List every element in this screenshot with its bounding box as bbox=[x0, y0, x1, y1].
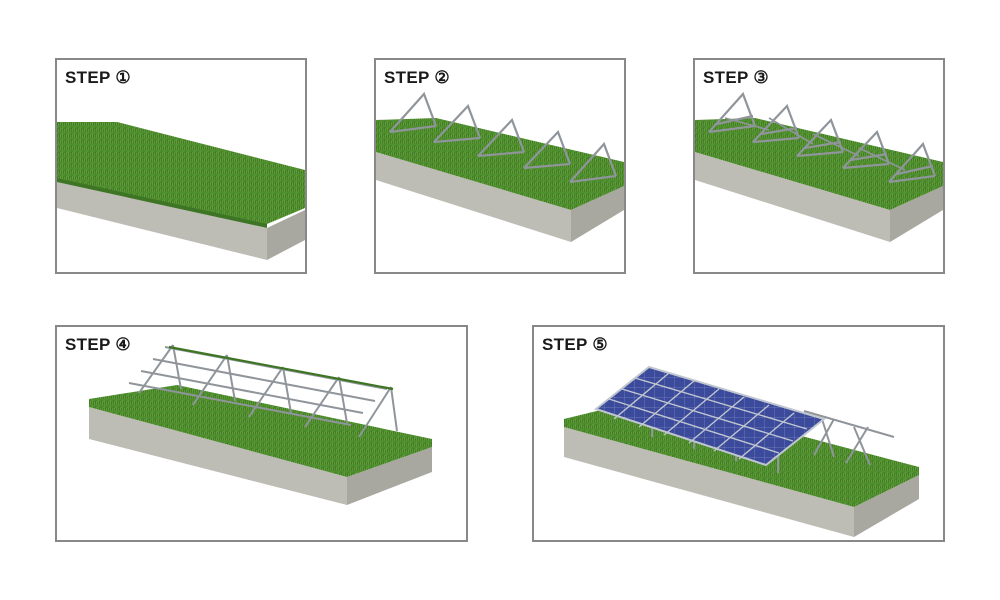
step-3-illustration bbox=[695, 91, 943, 242]
step-4-panel: STEP ④ bbox=[55, 325, 468, 542]
base-front bbox=[57, 182, 267, 260]
grass-top bbox=[89, 385, 432, 477]
rail-top bbox=[168, 345, 394, 391]
step-5-label: STEP ⑤ bbox=[542, 335, 608, 354]
grass-top bbox=[57, 122, 305, 224]
step-5-illustration bbox=[564, 365, 919, 537]
step-2-illustration bbox=[376, 91, 624, 242]
step-3-panel: STEP ③ bbox=[693, 58, 945, 274]
step-1-label: STEP ① bbox=[65, 68, 131, 87]
post-row bbox=[389, 91, 618, 184]
base-side bbox=[890, 186, 943, 242]
step-3-label: STEP ③ bbox=[703, 68, 769, 87]
step-2-label: STEP ② bbox=[384, 68, 450, 87]
step-1-illustration bbox=[57, 122, 305, 260]
base-front bbox=[695, 152, 890, 242]
base-side bbox=[571, 186, 624, 242]
base-front bbox=[564, 427, 854, 537]
step-4-illustration bbox=[89, 344, 432, 505]
base-front bbox=[89, 407, 347, 505]
post-row-braced bbox=[708, 91, 937, 184]
step-4-label: STEP ④ bbox=[65, 335, 131, 354]
base-side bbox=[267, 210, 305, 260]
grass-edge bbox=[57, 178, 267, 228]
base-front bbox=[376, 152, 571, 242]
base-side bbox=[854, 475, 919, 537]
base-side bbox=[347, 447, 432, 505]
step-1-panel: STEP ① bbox=[55, 58, 307, 274]
step-5-panel: STEP ⑤ bbox=[532, 325, 945, 542]
solar-array-grid bbox=[608, 372, 808, 460]
step-2-panel: STEP ② bbox=[374, 58, 626, 274]
